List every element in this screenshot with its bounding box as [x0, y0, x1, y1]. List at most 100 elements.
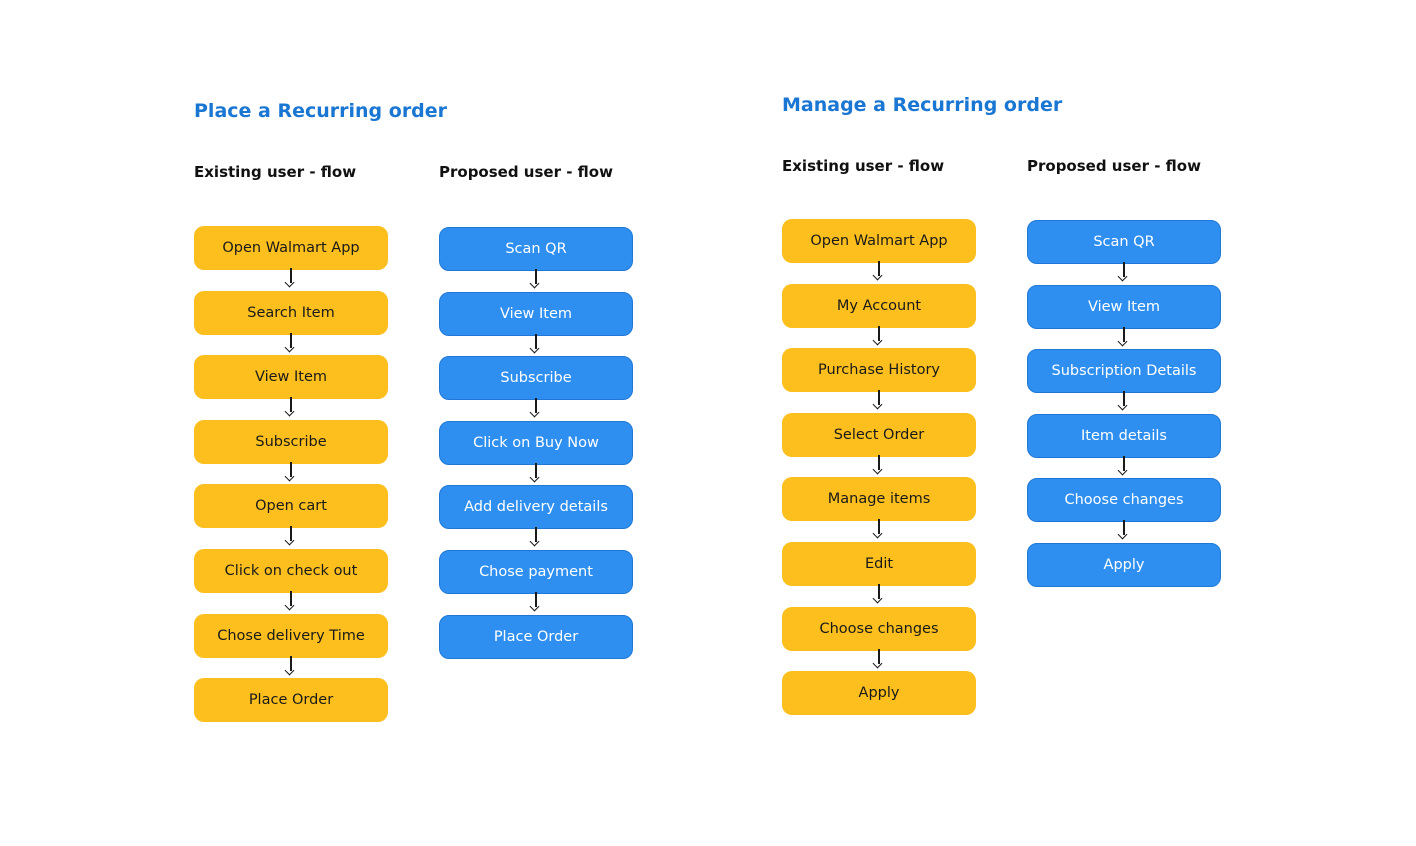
section-title: Place a Recurring order: [194, 100, 448, 122]
down-arrow-icon: [1117, 262, 1128, 282]
flow-step: Purchase History: [782, 348, 976, 393]
arrow-head: [1117, 400, 1128, 411]
arrow-head: [872, 593, 883, 604]
flow-step: Subscribe: [439, 356, 633, 401]
flow-step: Place Order: [439, 614, 633, 659]
flow-step: Open Walmart App: [194, 226, 388, 270]
flow-step: Scan QR: [439, 227, 633, 271]
down-arrow-icon: [529, 269, 540, 289]
down-arrow-icon: [1117, 455, 1128, 476]
arrow-head: [284, 471, 295, 482]
arrow-shaft: [535, 527, 537, 543]
down-arrow-icon: [872, 325, 883, 346]
down-arrow-icon: [872, 584, 883, 604]
down-arrow-icon: [284, 591, 295, 611]
down-arrow-icon: [529, 333, 540, 354]
flow-step: Chose payment: [439, 550, 633, 594]
arrow-shaft: [535, 462, 537, 478]
down-arrow-icon: [529, 592, 540, 612]
arrow-shaft: [535, 592, 537, 607]
down-arrow-icon: [1117, 391, 1128, 411]
down-arrow-icon: [284, 655, 295, 676]
flow-step: Subscribe: [194, 419, 388, 464]
arrow-shaft: [1123, 326, 1125, 342]
flow-step: Open Walmart App: [782, 219, 976, 263]
arrow-head: [284, 535, 295, 546]
down-arrow-icon: [1117, 520, 1128, 540]
flow-step: Place Order: [194, 678, 388, 723]
arrow-head: [284, 277, 295, 288]
arrow-head: [284, 342, 295, 353]
flow-step: Search Item: [194, 290, 388, 335]
down-arrow-icon: [872, 648, 883, 669]
down-arrow-icon: [529, 527, 540, 547]
flow-step: Select Order: [782, 412, 976, 457]
flow-step: View Item: [194, 355, 388, 400]
down-arrow-icon: [872, 390, 883, 410]
flow-step: Click on check out: [194, 549, 388, 593]
arrow-head: [529, 472, 540, 483]
arrow-shaft: [1123, 455, 1125, 471]
arrow-shaft: [1123, 520, 1125, 536]
arrow-shaft: [535, 398, 537, 414]
arrow-head: [529, 407, 540, 418]
flow-step: View Item: [1027, 284, 1221, 329]
arrow-shaft: [1123, 262, 1125, 277]
arrow-shaft: [1123, 391, 1125, 407]
arrow-head: [872, 528, 883, 539]
arrow-shaft: [878, 390, 880, 406]
arrow-shaft: [878, 454, 880, 470]
flow-step: Apply: [1027, 543, 1221, 587]
arrow-shaft: [290, 591, 292, 606]
arrow-shaft: [878, 648, 880, 664]
column-heading: Existing user - flow: [194, 163, 357, 181]
flow-step: Open cart: [194, 484, 388, 529]
down-arrow-icon: [529, 462, 540, 483]
arrow-head: [529, 278, 540, 289]
arrow-head: [872, 399, 883, 410]
flow-step: Add delivery details: [439, 485, 633, 530]
flow-step: Chose delivery Time: [194, 613, 388, 658]
arrow-head: [872, 270, 883, 281]
arrow-head: [1117, 529, 1128, 540]
section-title: Manage a Recurring order: [782, 94, 1063, 116]
flow-step: Click on Buy Now: [439, 420, 633, 465]
down-arrow-icon: [1117, 326, 1128, 347]
arrow-head: [872, 464, 883, 475]
arrow-shaft: [290, 397, 292, 413]
arrow-head: [284, 600, 295, 611]
arrow-shaft: [878, 325, 880, 341]
arrow-shaft: [878, 261, 880, 276]
arrow-head: [872, 335, 883, 346]
flow-step: Choose changes: [1027, 478, 1221, 523]
down-arrow-icon: [284, 461, 295, 482]
arrow-head: [872, 658, 883, 669]
column-heading: Existing user - flow: [782, 157, 945, 175]
arrow-head: [529, 536, 540, 547]
flow-step: Manage items: [782, 477, 976, 522]
flow-step: Subscription Details: [1027, 349, 1221, 394]
arrow-shaft: [878, 519, 880, 535]
place-recurring-order-section: Place a Recurring order Existing user - …: [194, 100, 654, 740]
arrow-shaft: [290, 655, 292, 671]
flow-step: View Item: [439, 291, 633, 336]
arrow-shaft: [290, 332, 292, 348]
column-heading: Proposed user - flow: [1027, 157, 1201, 175]
arrow-head: [1117, 336, 1128, 347]
down-arrow-icon: [284, 332, 295, 353]
arrow-shaft: [535, 333, 537, 349]
arrow-shaft: [878, 584, 880, 599]
down-arrow-icon: [872, 454, 883, 475]
flow-step: My Account: [782, 283, 976, 328]
arrow-shaft: [290, 268, 292, 283]
arrow-head: [529, 343, 540, 354]
arrow-head: [1117, 465, 1128, 476]
flow-step: Item details: [1027, 413, 1221, 458]
down-arrow-icon: [529, 398, 540, 418]
down-arrow-icon: [872, 261, 883, 281]
down-arrow-icon: [872, 519, 883, 539]
arrow-head: [529, 601, 540, 612]
manage-recurring-order-section: Manage a Recurring order Existing user -…: [782, 94, 1242, 734]
column-heading: Proposed user - flow: [439, 163, 613, 181]
flow-step: Edit: [782, 542, 976, 586]
